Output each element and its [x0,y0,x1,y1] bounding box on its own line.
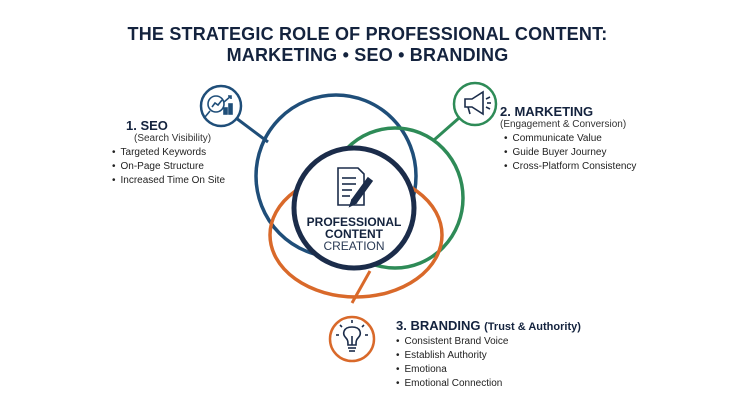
page-title-line-2: MARKETING • SEO • BRANDING [226,45,509,65]
list-item: Emotiona [396,363,581,377]
list-item: Consistent Brand Voice [396,335,581,349]
center-label-line-1: PROFESSIONAL [306,215,402,229]
list-item: Cross-Platform Consistency [504,160,637,174]
marketing-subtitle: (Engagement & Conversion) [500,119,627,130]
list-item: Guide Buyer Journey [504,146,636,160]
center-label-line-2: CONTENT [325,227,383,241]
marketing-heading: 2. MARKETING [500,104,594,119]
page-title-line-1: THE STRATEGIC ROLE OF PROFESSIONAL CONTE… [127,24,608,44]
seo-list: Targeted Keywords On-Page Structure Incr… [112,146,226,188]
list-item: Emotional Connection [396,377,581,391]
document-pen-icon [337,167,374,208]
list-item: On-Page Structure [112,160,225,174]
branding-heading-title: 3. BRANDING [396,318,481,333]
marketing-connector [433,116,460,142]
lightbulb-icon [336,320,368,352]
branding-subtitle: (Trust & Authority) [484,321,581,333]
marketing-icon-ring [452,81,498,127]
center-label-line-3: CREATION [323,239,385,253]
branding-list: Consistent Brand Voice Establish Authori… [396,335,581,391]
seo-subtitle: (Search Visibility) [134,133,212,144]
seo-block: 1. SEO (Search Visibility) Targeted Keyw… [112,118,226,188]
marketing-block: 2. MARKETING (Engagement & Conversion) C… [500,104,636,174]
magnifier-chart-icon [204,95,233,118]
branding-block: 3. BRANDING (Trust & Authority) Consiste… [396,318,581,391]
center-label: PROFESSIONAL CONTENT CREATION [290,216,418,253]
seo-connector [235,116,269,144]
list-item: Targeted Keywords [112,146,225,160]
marketing-list: Communicate Value Guide Buyer Journey Cr… [504,132,637,174]
megaphone-icon [464,90,491,116]
seo-heading: 1. SEO [126,118,168,133]
list-item: Establish Authority [396,349,581,363]
center-circle [291,145,417,271]
branding-heading: 3. BRANDING (Trust & Authority) [396,318,581,333]
list-item: Increased Time On Site [112,174,226,188]
list-item: Communicate Value [504,132,636,146]
